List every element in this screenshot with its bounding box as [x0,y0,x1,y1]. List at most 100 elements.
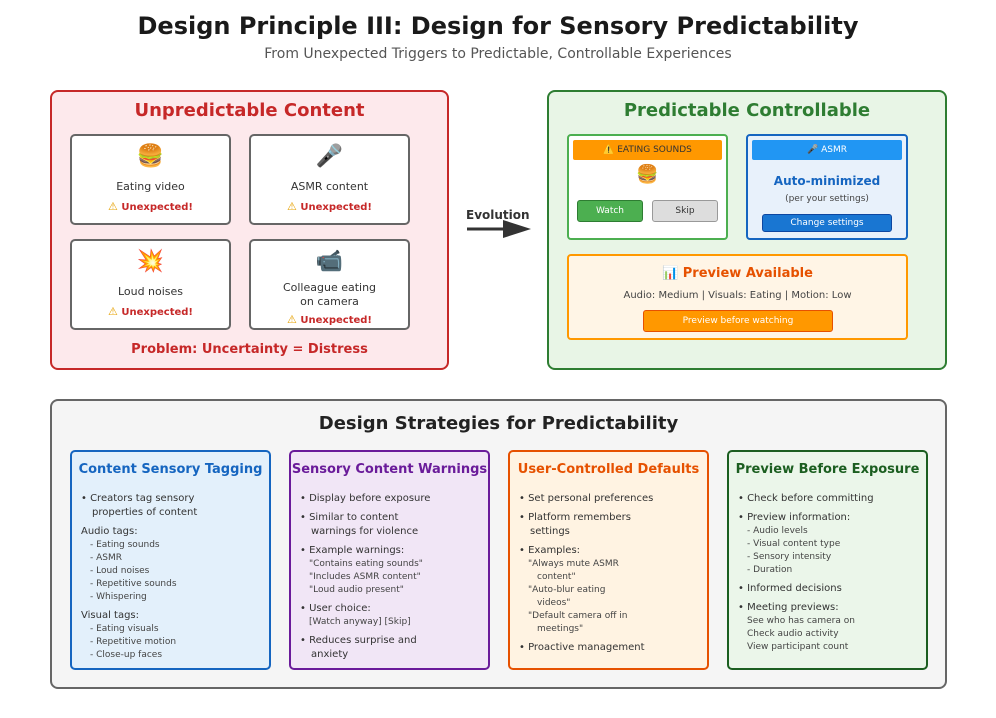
strategy-line: warnings for violence [311,526,419,537]
preview-button[interactable]: Preview before watching [643,310,833,332]
strategy-line: • Display before exposure [300,493,431,504]
strategy-line: - Duration [747,565,793,575]
strategy-line: content" [537,572,576,582]
strategy-line: settings [530,526,570,537]
strategy-line: • Informed decisions [738,583,842,594]
strategy-line: videos" [537,598,571,608]
strategy-line: "Includes ASMR content" [309,572,421,582]
strategy-line: • Examples: [519,545,581,556]
strategy-line: Visual tags: [81,610,140,621]
strategy-line: - Whispering [90,592,147,602]
strategy-body: • Creators tag sensory properties of cont… [81,492,265,662]
unexpected-warning: ⚠ Unexpected! [108,200,193,213]
page-subtitle: From Unexpected Triggers to Predictable,… [264,46,732,62]
strategy-card-preview: Preview Before Exposure • Check before c… [727,450,928,670]
strategy-line: meetings" [537,624,584,634]
strategy-line: • Preview information: [738,512,851,523]
evolution-arrow-icon [467,220,531,238]
strategy-line: "Contains eating sounds" [309,559,423,569]
unexpected-warning: ⚠ Unexpected! [287,313,372,326]
strategy-line: • User choice: [300,603,371,614]
strategy-line: - Repetitive sounds [90,579,177,589]
strategy-line: anxiety [311,649,349,660]
burger-icon: 🍔 [136,144,165,169]
strategy-card-tagging: Content Sensory Tagging • Creators tag s… [70,450,271,670]
microphone-icon: 🎤 [315,144,344,169]
strategy-line: [Watch anyway] [Skip] [309,617,411,627]
strategy-card-warnings: Sensory Content Warnings • Display befor… [289,450,490,670]
strategy-card-defaults: User-Controlled Defaults • Set personal … [508,450,709,670]
strategy-body: • Set personal preferences • Platform rem… [519,492,703,655]
strategy-line: • Meeting previews: [738,602,839,613]
warning-icon: ⚠ [108,200,118,213]
eating-video-card: 🍔 Eating video ⚠ Unexpected! [70,134,231,225]
eating-sounds-tag: ⚠️ EATING SOUNDS [573,140,722,160]
warning-icon: ⚠ [108,305,118,318]
unexpected-warning: ⚠ Unexpected! [287,200,372,213]
burger-icon: 🍔 [636,164,659,185]
card-label: Loud noises [117,285,184,298]
strategy-line: • Creators tag sensory [81,493,195,504]
strategy-line: - Visual content type [747,539,841,549]
strategy-body: • Check before committing • Preview infor… [738,492,922,654]
loud-noises-card: 💥 Loud noises ⚠ Unexpected! [70,239,231,330]
strategy-line: "Default camera off in [528,611,628,621]
strategy-line: • Set personal preferences [519,493,654,504]
strategy-line: • Check before committing [738,493,874,504]
strategy-line: "Auto-blur eating [528,585,606,595]
strategies-heading: Design Strategies for Predictability [318,413,679,434]
strategy-line: - Loud noises [90,566,150,576]
strategy-title: User-Controlled Defaults [517,462,700,477]
strategies-panel: Design Strategies for Predictability Con… [50,399,947,689]
unpredictable-panel: Unpredictable Content 🍔 Eating video ⚠ U… [50,90,449,370]
strategy-title: Content Sensory Tagging [78,462,263,477]
card-label: ASMR content [290,180,369,193]
preview-metadata: Audio: Medium | Visuals: Eating | Motion… [623,290,852,301]
strategy-line: - Eating visuals [90,624,159,634]
video-camera-icon: 📹 [315,249,344,274]
strategy-line: - Repetitive motion [90,637,177,647]
auto-minimized-status: Auto-minimized [773,174,881,188]
unpredictable-heading: Unpredictable Content [134,100,365,121]
skip-button[interactable]: Skip [652,200,718,222]
strategy-line: • Proactive management [519,642,645,653]
eating-sounds-card: ⚠️ EATING SOUNDS 🍔 Watch Skip [567,134,728,240]
evolution-label: Evolution [466,208,530,222]
strategy-line: • Example warnings: [300,545,405,556]
strategy-line: "Always mute ASMR [528,559,619,569]
strategy-line: • Platform remembers [519,512,631,523]
strategy-line: - Audio levels [747,526,808,536]
warning-icon: ⚠ [287,313,297,326]
strategy-line: Check audio activity [747,629,839,639]
strategy-body: • Display before exposure • Similar to co… [300,492,484,662]
strategy-title: Preview Before Exposure [735,462,920,477]
preview-title: 📊 Preview Available [662,266,813,281]
strategy-line: - ASMR [90,553,122,563]
explosion-icon: 💥 [136,249,165,274]
settings-note: (per your settings) [785,194,869,204]
strategy-line: • Similar to content [300,512,399,523]
preview-card: 📊 Preview Available Audio: Medium | Visu… [567,254,908,340]
predictable-heading: Predictable Controllable [623,100,871,121]
strategy-line: View participant count [747,642,849,652]
strategy-line: properties of content [92,507,198,518]
strategy-line: - Sensory intensity [747,552,832,562]
asmr-content-card: 🎤 ASMR content ⚠ Unexpected! [249,134,410,225]
watch-button[interactable]: Watch [577,200,643,222]
warning-icon: ⚠ [287,200,297,213]
strategy-line: Audio tags: [81,526,138,537]
strategy-line: • Reduces surprise and [300,635,417,646]
change-settings-button[interactable]: Change settings [762,214,892,232]
strategy-line: - Close-up faces [90,650,163,660]
asmr-tag: 🎤 ASMR [752,140,902,160]
strategy-line: "Loud audio present" [309,585,404,595]
unexpected-warning: ⚠ Unexpected! [108,305,193,318]
problem-statement: Problem: Uncertainty = Distress [131,342,368,357]
card-label: Eating video [116,180,185,193]
strategy-title: Sensory Content Warnings [291,462,488,477]
strategy-line: See who has camera on [747,616,855,626]
page-title: Design Principle III: Design for Sensory… [137,12,859,40]
strategy-line: - Eating sounds [90,540,160,550]
